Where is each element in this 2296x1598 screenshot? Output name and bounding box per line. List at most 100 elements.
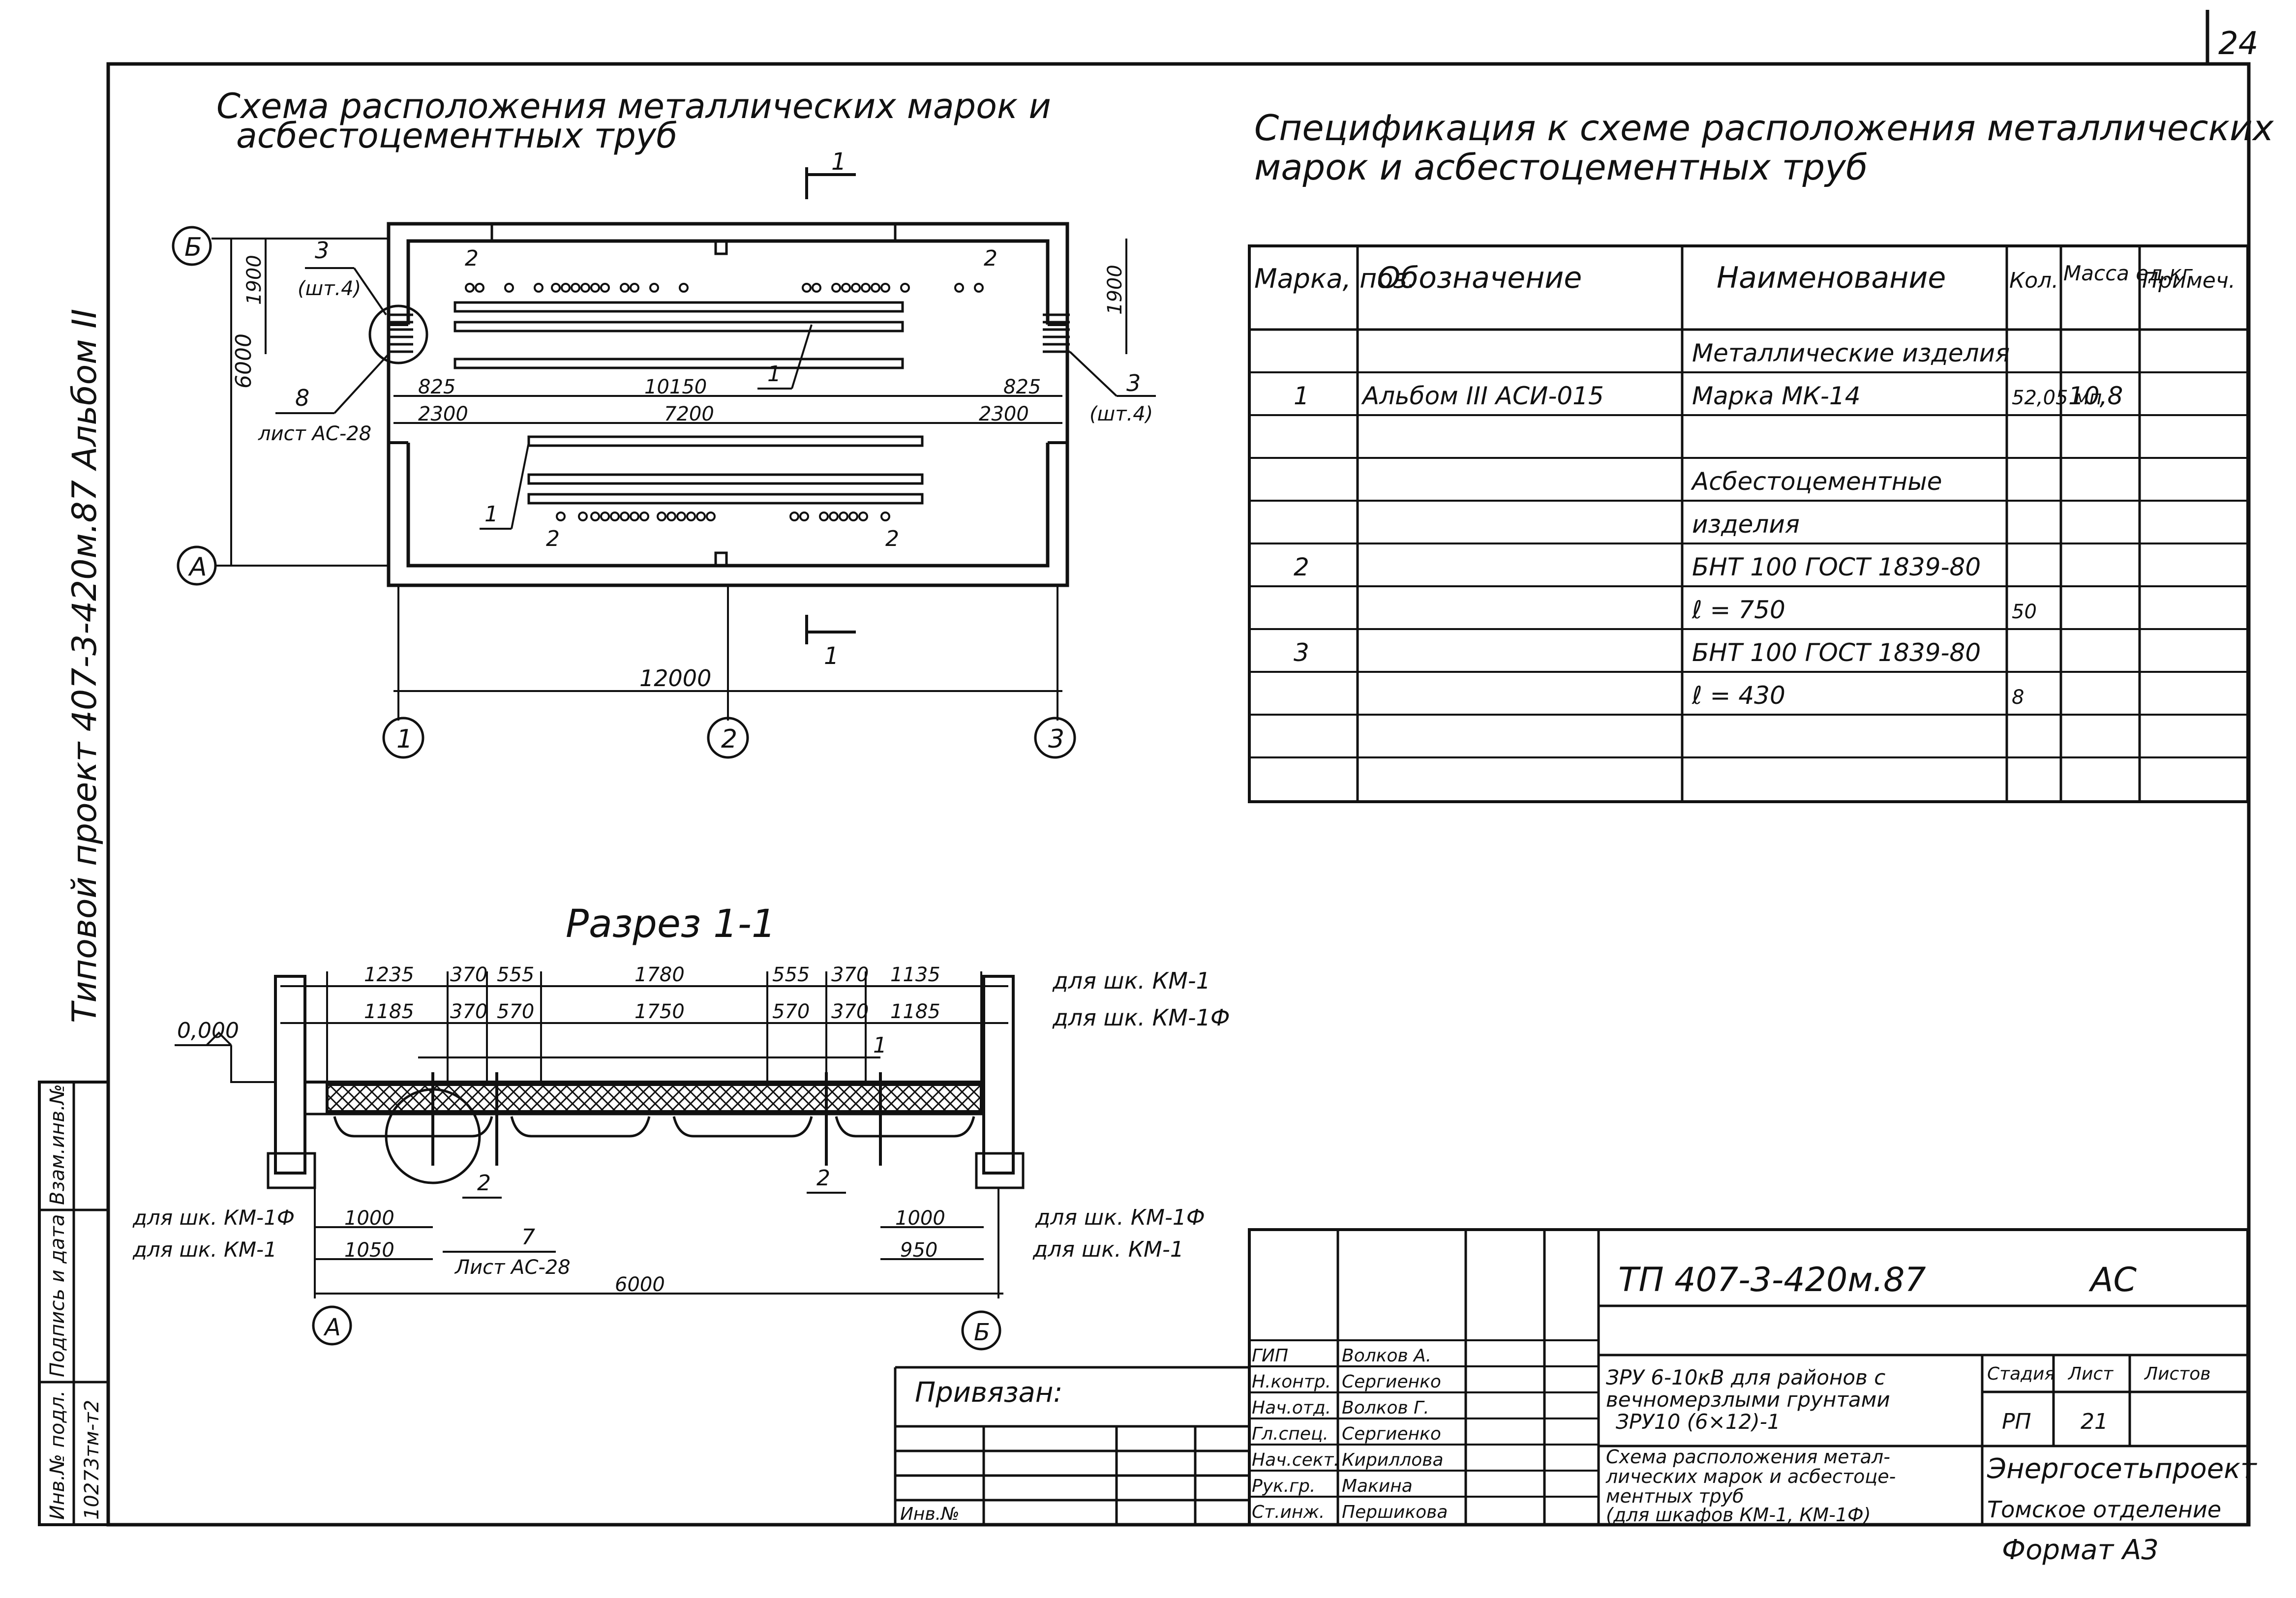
section-axis-b: Б: [974, 1319, 990, 1346]
pipe-hole: [848, 512, 858, 521]
spec-header-mass: Масса ед.кг: [2063, 261, 2193, 285]
stage-value: РП: [2002, 1409, 2031, 1434]
spec-cell-qty: 52,05 мп: [2012, 387, 2102, 409]
spec-cell-name: ℓ = 750: [1692, 596, 1785, 624]
sheets-label: Листов: [2144, 1364, 2210, 1384]
section-callout-2-right: 2: [816, 1166, 830, 1191]
dim-2300-right: 2300: [979, 403, 1029, 425]
spec-header-mark: Марка, поз.: [1254, 263, 1416, 294]
label-for-km1-right: для шк. КМ-1: [1032, 1237, 1184, 1262]
plan-title-line1: Схема расположения металлических марок и: [216, 86, 1051, 126]
spec-cell-name: ℓ = 430: [1692, 681, 1785, 710]
pipe-hole: [551, 283, 561, 293]
spec-cell-name: Металлические изделия: [1692, 339, 2010, 367]
pipe-hole: [600, 283, 610, 293]
pipe-hole: [789, 512, 799, 521]
dim-top-5: 555: [772, 964, 810, 986]
spec-title-line1: Спецификация к схеме расположения металл…: [1254, 107, 2274, 149]
dim-top-1: 1235: [364, 964, 414, 986]
doc-code: АС: [2088, 1261, 2137, 1299]
callout-1-top: 1: [767, 362, 781, 387]
spec-cell-mark: 3: [1294, 638, 1309, 667]
dim-mid-7: 1185: [890, 1000, 940, 1023]
label-for-km1f-right: для шк. КМ-1Ф: [1035, 1205, 1205, 1230]
callout-2-bottom-right: 2: [885, 526, 899, 551]
dim-total-6000: 6000: [615, 1273, 665, 1296]
pipe-hole: [639, 512, 649, 521]
spec-cell-mark: 1: [1294, 382, 1309, 410]
pipe-hole: [580, 283, 590, 293]
section-callout-7: 7: [521, 1225, 535, 1250]
stamp-label-replace: Взам.инв.№: [46, 1084, 69, 1205]
spec-header-name: Наименование: [1717, 261, 1946, 295]
spec-header-qty: Кол.: [2009, 268, 2058, 293]
section-title: Разрез 1-1: [566, 902, 776, 946]
dim-mid-3: 570: [497, 1000, 534, 1023]
axis-a-label: А: [188, 552, 207, 582]
sheet-title-line3: ментных труб: [1606, 1485, 1744, 1507]
dim-825-right: 825: [1003, 376, 1041, 398]
pipe-hole: [974, 283, 984, 293]
sheet-value: 21: [2081, 1409, 2108, 1434]
pipe-hole: [706, 512, 716, 521]
pipe-hole: [880, 512, 890, 521]
label-for-km1f-left: для шк. КМ-1Ф: [132, 1206, 295, 1230]
section-callout-sheet: Лист АС-28: [454, 1256, 571, 1279]
dim-2300-left: 2300: [418, 403, 468, 425]
object-line1: ЗРУ 6-10кВ для районов с: [1606, 1365, 1885, 1389]
spec-cell-name: Марка МК-14: [1692, 382, 1861, 410]
stamp-person: Волков Г.: [1342, 1398, 1429, 1418]
dim-top-4: 1780: [634, 964, 685, 986]
pipe-hole: [620, 283, 630, 293]
stamp-person: Сергиенко: [1342, 1424, 1441, 1444]
label-for-km1-left: для шк. КМ-1: [132, 1237, 277, 1262]
pipe-hole: [676, 512, 686, 521]
section-callout-1: 1: [873, 1033, 887, 1058]
spec-title-line2: марок и асбестоцементных труб: [1254, 147, 1868, 188]
pipe-hole: [620, 512, 630, 521]
pipe-hole: [590, 283, 600, 293]
stamp-role: Ст.инж.: [1252, 1502, 1325, 1522]
specification-table: Спецификация к схеме расположения металл…: [1248, 107, 2274, 803]
section-mark-bottom: 1: [824, 642, 839, 670]
dim-top-6: 370: [831, 964, 869, 986]
dim-6000-vertical: 6000: [231, 333, 256, 389]
dim-right-1000: 1000: [895, 1207, 945, 1230]
pipe-hole: [696, 512, 706, 521]
inventory-number: 10273тм-т2: [81, 1400, 103, 1520]
pipe-hole: [841, 283, 851, 293]
stamp-label-signature: Подпись и дата: [46, 1214, 69, 1377]
project-label: Типовой проект 407-3-420м.87 Альбом II: [65, 309, 104, 1023]
section-axis-a: А: [323, 1314, 341, 1341]
inv-label: Инв.№: [900, 1504, 960, 1524]
pipe-hole: [812, 283, 821, 293]
dim-mid-4: 1750: [634, 1000, 685, 1023]
spec-cell-name: Асбестоцементные: [1691, 467, 1942, 496]
pipe-hole: [900, 283, 910, 293]
pipe-hole: [657, 512, 666, 521]
dim-1900-right: 1900: [1104, 265, 1126, 315]
section-mark-top: 1: [831, 148, 846, 176]
pipe-hole: [686, 512, 696, 521]
dim-mid-1: 1185: [364, 1000, 414, 1023]
callout-8: 8: [295, 385, 309, 411]
pipe-hole: [578, 512, 588, 521]
pipe-hole: [504, 283, 514, 293]
dim-10150: 10150: [644, 376, 707, 398]
stamp-role: Нач.отд.: [1252, 1398, 1331, 1418]
pipe-hole: [649, 283, 659, 293]
stamp-person: Сергиенко: [1342, 1372, 1441, 1392]
dim-825-left: 825: [418, 376, 455, 398]
stamp-role: Нач.сект.: [1252, 1450, 1339, 1470]
axis-2-label: 2: [721, 724, 737, 754]
pipe-hole: [561, 283, 571, 293]
dim-7200: 7200: [664, 403, 714, 425]
pipe-hole: [819, 512, 829, 521]
axis-b-label: Б: [184, 233, 202, 262]
format-label: Формат А3: [2002, 1534, 2159, 1566]
stamp-person: Першикова: [1342, 1502, 1448, 1522]
dim-top-7: 1135: [890, 964, 940, 986]
axis-marks: Б А 1 2 3: [172, 226, 1076, 759]
pipe-hole: [600, 512, 610, 521]
